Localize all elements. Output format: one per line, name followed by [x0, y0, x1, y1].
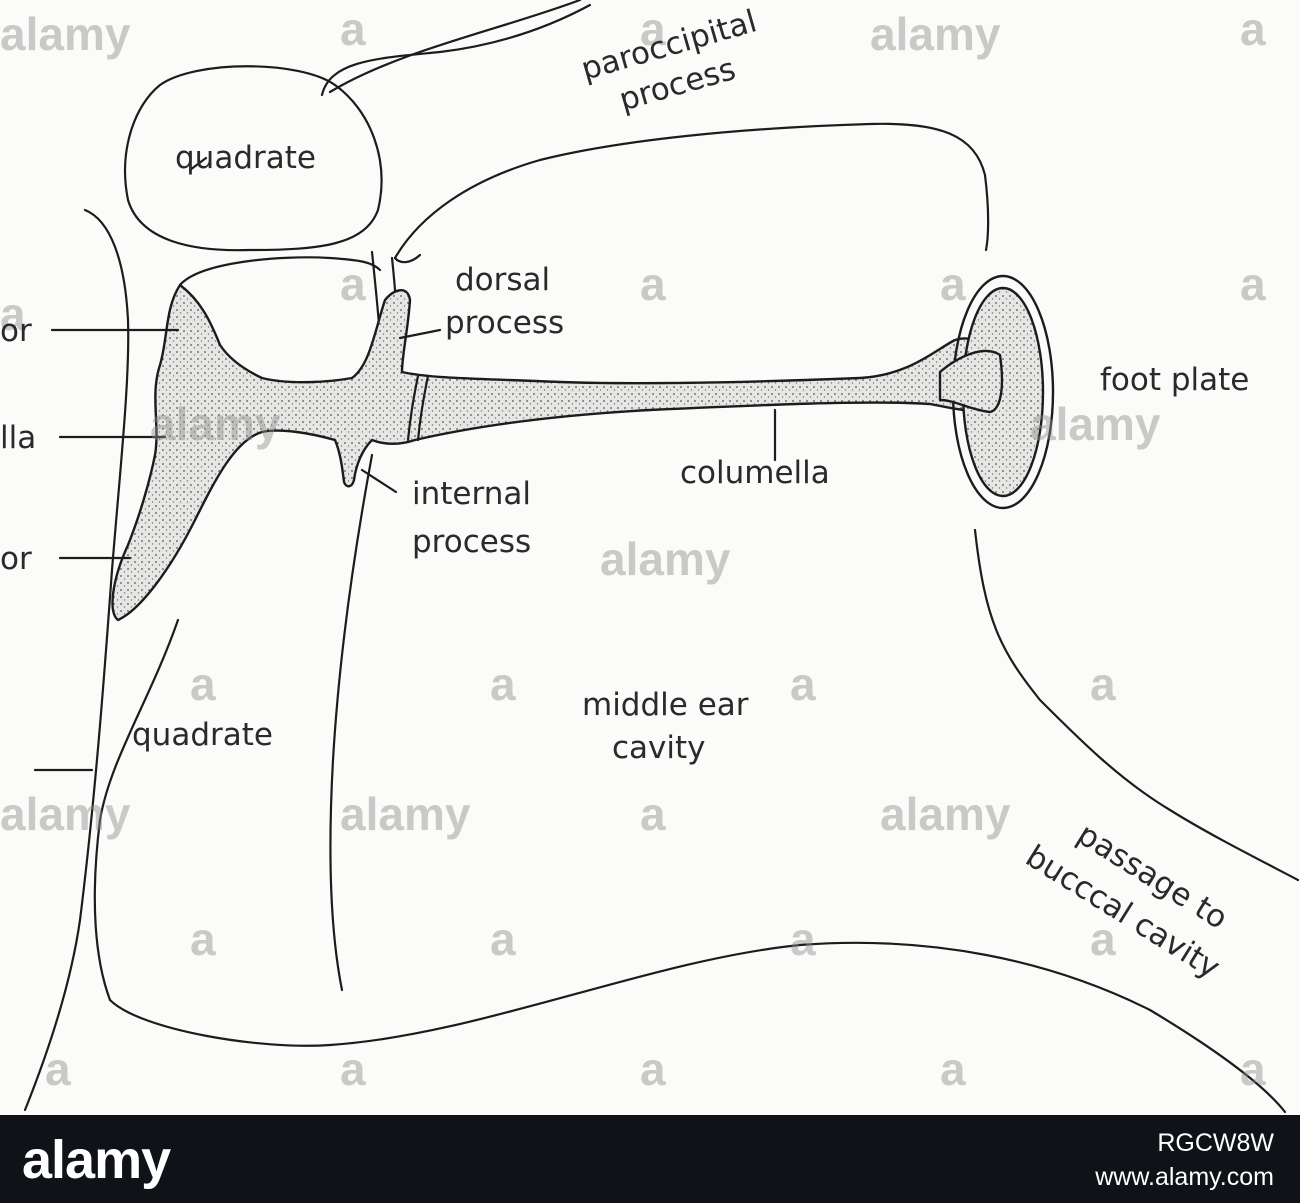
- watermark-small: a: [1090, 658, 1116, 710]
- watermark-small: a: [640, 3, 666, 55]
- watermark-small: a: [1240, 3, 1266, 55]
- watermark-small: a: [790, 913, 816, 965]
- middle-ear-cavity-outline: [108, 941, 1287, 1114]
- banner-image-id: RGCW8W: [1157, 1129, 1274, 1157]
- watermark-small: a: [340, 3, 366, 55]
- label-quadrate-lower: quadrate: [132, 717, 273, 753]
- label-columella: columella: [680, 455, 830, 491]
- label-passage: passage to bucccal cavity: [1019, 799, 1250, 986]
- label-middle-ear-line-1: middle ear: [582, 687, 749, 723]
- columella-joint: [406, 374, 420, 442]
- watermark-small: a: [340, 1043, 366, 1095]
- watermark-small: a: [640, 788, 666, 840]
- watermark-small: a: [790, 658, 816, 710]
- label-internal-line-2: process: [412, 524, 531, 560]
- label-cut-or-1: or: [0, 313, 32, 349]
- label-dorsal-line-1: dorsal: [455, 262, 550, 298]
- watermark-mark: alamy: [600, 533, 731, 585]
- watermark-small: a: [190, 658, 216, 710]
- watermark-mark: alamy: [0, 788, 131, 840]
- leader-dorsal: [398, 328, 442, 340]
- tympanic-outline: [23, 208, 130, 1112]
- leader-quadrate: [188, 156, 208, 172]
- quadrate-lower-outline-left: [93, 618, 180, 1002]
- quadrate-lower-outline: [178, 256, 382, 287]
- columella-flare: [938, 349, 1004, 414]
- banner-url: www.alamy.com: [1095, 1163, 1274, 1191]
- watermark-banner: alamy RGCW8W www.alamy.com: [0, 1115, 1300, 1203]
- watermark-small: a: [0, 288, 26, 340]
- watermark-mark: alamy: [0, 8, 131, 60]
- watermark-small: a: [190, 913, 216, 965]
- leader-internal: [360, 468, 398, 494]
- label-middle-ear-cavity: middle ear cavity: [582, 687, 758, 766]
- watermark-small: a: [490, 913, 516, 965]
- paroccipital-outline: [320, 3, 592, 97]
- columella-joint-2: [416, 374, 430, 442]
- label-foot-plate: foot plate: [1100, 362, 1249, 398]
- watermark-mark: alamy: [880, 788, 1011, 840]
- watermark-small: a: [640, 258, 666, 310]
- label-paroccipital-process: paroccipital process: [577, 1, 781, 127]
- label-cut-lla: lla: [0, 420, 36, 456]
- label-quadrate-top: quadrate: [175, 140, 316, 176]
- label-middle-ear-line-2: cavity: [612, 730, 706, 766]
- label-cut-or-2: or: [0, 541, 32, 577]
- ligament-line-3: [393, 253, 422, 264]
- otic-outline: [393, 122, 990, 260]
- watermark-small: a: [490, 658, 516, 710]
- watermark-mark: alamy: [150, 398, 281, 450]
- watermark-small: a: [1240, 258, 1266, 310]
- cavity-right-wall: [973, 528, 1300, 882]
- label-internal-process: internal process: [412, 476, 541, 560]
- watermark-mark: alamy: [340, 788, 471, 840]
- watermark-mark: alamy: [1030, 398, 1161, 450]
- extracolumella: [111, 283, 1007, 622]
- label-internal-line-1: internal: [412, 476, 531, 512]
- label-dorsal-line-2: process: [445, 305, 564, 341]
- watermark-small: a: [1090, 913, 1116, 965]
- middle-ear-diagram: alamy a a alamy a a a a a a alamy alamy …: [0, 0, 1300, 1114]
- watermark-small: a: [640, 1043, 666, 1095]
- quadrate-rear-line: [329, 453, 374, 992]
- watermark-small: a: [340, 258, 366, 310]
- label-dorsal-process: dorsal process: [445, 262, 564, 341]
- watermark-small: a: [45, 1043, 71, 1095]
- banner-logo: alamy: [22, 1130, 171, 1190]
- watermark-mark: alamy: [870, 8, 1001, 60]
- watermark-small: a: [1240, 1043, 1266, 1095]
- watermark-small: a: [940, 258, 966, 310]
- quadrate-upper-outline: [124, 65, 383, 252]
- skull-outline-top: [328, 0, 582, 94]
- watermark-small: a: [940, 1043, 966, 1095]
